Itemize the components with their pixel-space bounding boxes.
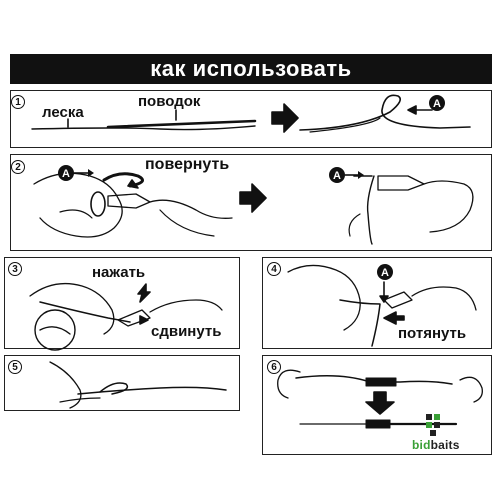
step-3-line (39, 301, 131, 323)
bidbaits-logo: bidbaits (412, 412, 472, 456)
step-4-line (339, 299, 381, 347)
step-5-knot-line (77, 386, 227, 395)
step-1-panel (10, 90, 492, 148)
step-4-hand (287, 264, 361, 331)
step-5-number: 5 (8, 360, 22, 374)
press-arrow (137, 283, 151, 303)
leader-strand (106, 119, 257, 129)
step-2-marker-a-right: A (329, 167, 345, 183)
step-6-knot-bottom (365, 419, 391, 429)
step-2-action-label: повернуть (145, 156, 230, 173)
step-1-number: 1 (11, 95, 25, 109)
step-4-tool (383, 291, 413, 309)
step-6-number: 6 (267, 360, 281, 374)
step-4-number: 4 (267, 262, 281, 276)
step-2-arrow (239, 183, 267, 213)
step-2-right-tool (377, 175, 425, 191)
leader-loop-tail (309, 117, 381, 133)
step-2-loop (90, 191, 106, 217)
step-3-press-label: нажать (92, 264, 146, 281)
step-1-leader-label: поводок (138, 93, 201, 110)
logo-mark-icon (426, 414, 440, 436)
step-2-marker-a-left: A (58, 165, 74, 181)
logo-text-part2: baits (430, 438, 460, 452)
step-5-loop (99, 382, 129, 395)
step-4-marker-a: A (377, 264, 393, 280)
logo-text-part1: bid (412, 438, 431, 452)
step-4-marker-a-text: A (381, 267, 389, 279)
step-1-arrow (271, 103, 299, 133)
title-banner: как использовать (10, 54, 492, 84)
pull-arrow (383, 311, 405, 325)
leader-loop (299, 94, 471, 131)
step-2-tool (107, 193, 151, 209)
step-3-number: 3 (8, 262, 22, 276)
step-1-marker-a-text: A (433, 98, 441, 110)
step-2-marker-a-right-text: A (333, 170, 341, 182)
step-4-pull-label: потянуть (398, 325, 467, 342)
step-3-slide-label: сдвинуть (151, 323, 222, 340)
step-3-hands (29, 282, 115, 335)
logo-text: bidbaits (412, 438, 460, 452)
step-5-hand (49, 361, 82, 409)
page-title: как использовать (150, 56, 352, 81)
step-2-left-hand (33, 172, 123, 238)
slide-arrow (139, 315, 149, 325)
step-3-zoom (34, 309, 76, 351)
step-6-arrow (365, 391, 395, 415)
step-1-line-label: леска (42, 104, 84, 121)
step-2-right-line (366, 175, 375, 245)
step-1-marker-a: A (429, 95, 445, 111)
step-6-knot-top (365, 377, 397, 387)
line-strand (31, 125, 256, 131)
step-2-number: 2 (11, 160, 25, 174)
step-4-panel (262, 257, 492, 349)
step-2-marker-a-left-text: A (62, 168, 70, 180)
rotate-arrow (102, 172, 144, 188)
